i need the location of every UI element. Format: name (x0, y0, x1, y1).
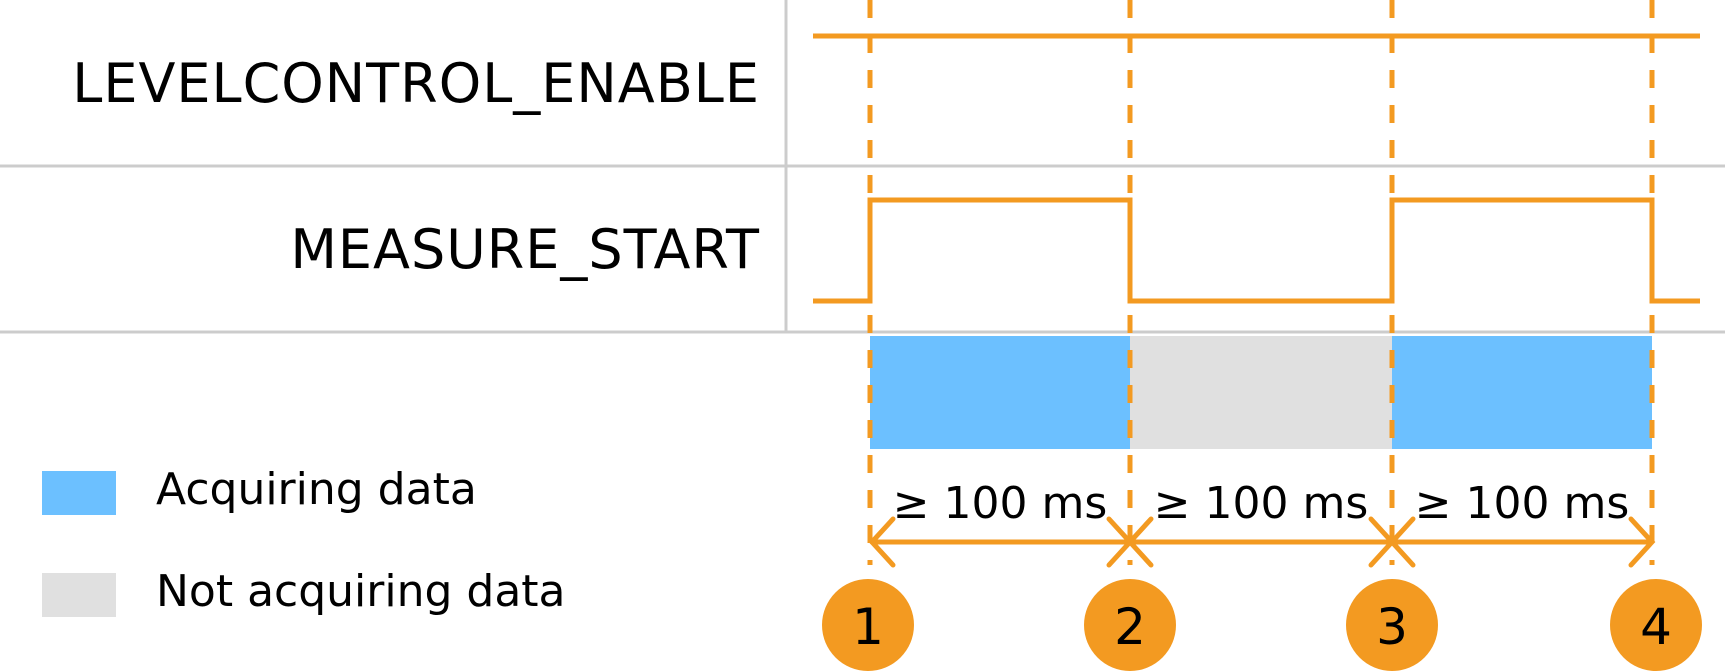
legend-label-acquiring: Acquiring data (156, 464, 477, 515)
marker-number-1: 1 (852, 598, 884, 656)
duration-label-1: ≥ 100 ms (893, 478, 1108, 529)
marker-badge-4 (1610, 579, 1702, 671)
bar-segment-1-acquiring (870, 336, 1130, 449)
bar-segment-2-not-acquiring (1130, 336, 1392, 449)
legend-swatch-not-acquiring (42, 573, 116, 617)
bar-segment-3-acquiring (1392, 336, 1652, 449)
legend-swatch-acquiring (42, 471, 116, 515)
legend-label-not-acquiring: Not acquiring data (156, 566, 566, 617)
duration-arrows (868, 516, 1656, 568)
arrowhead-1-left (868, 516, 896, 568)
marker-number-3: 3 (1376, 598, 1408, 656)
signal-label-levelcontrol-enable: LEVELCONTROL_ENABLE (72, 52, 760, 115)
duration-label-2: ≥ 100 ms (1154, 478, 1369, 529)
marker-number-4: 4 (1640, 598, 1672, 656)
waveform-measure-start (813, 197, 1700, 304)
marker-badge-3 (1346, 579, 1438, 671)
marker-number-2: 2 (1114, 598, 1146, 656)
signal-label-measure-start: MEASURE_START (290, 218, 760, 281)
grid-dividers (0, 0, 1725, 334)
arrowhead-3-left (1388, 516, 1416, 568)
acquisition-bars (870, 336, 1652, 449)
marker-badges: 1 2 3 4 (822, 579, 1702, 671)
arrowhead-4-right (1628, 516, 1656, 568)
arrowhead-2-left (1126, 516, 1154, 568)
duration-label-3: ≥ 100 ms (1415, 478, 1630, 529)
marker-badge-2 (1084, 579, 1176, 671)
marker-badge-1 (822, 579, 914, 671)
